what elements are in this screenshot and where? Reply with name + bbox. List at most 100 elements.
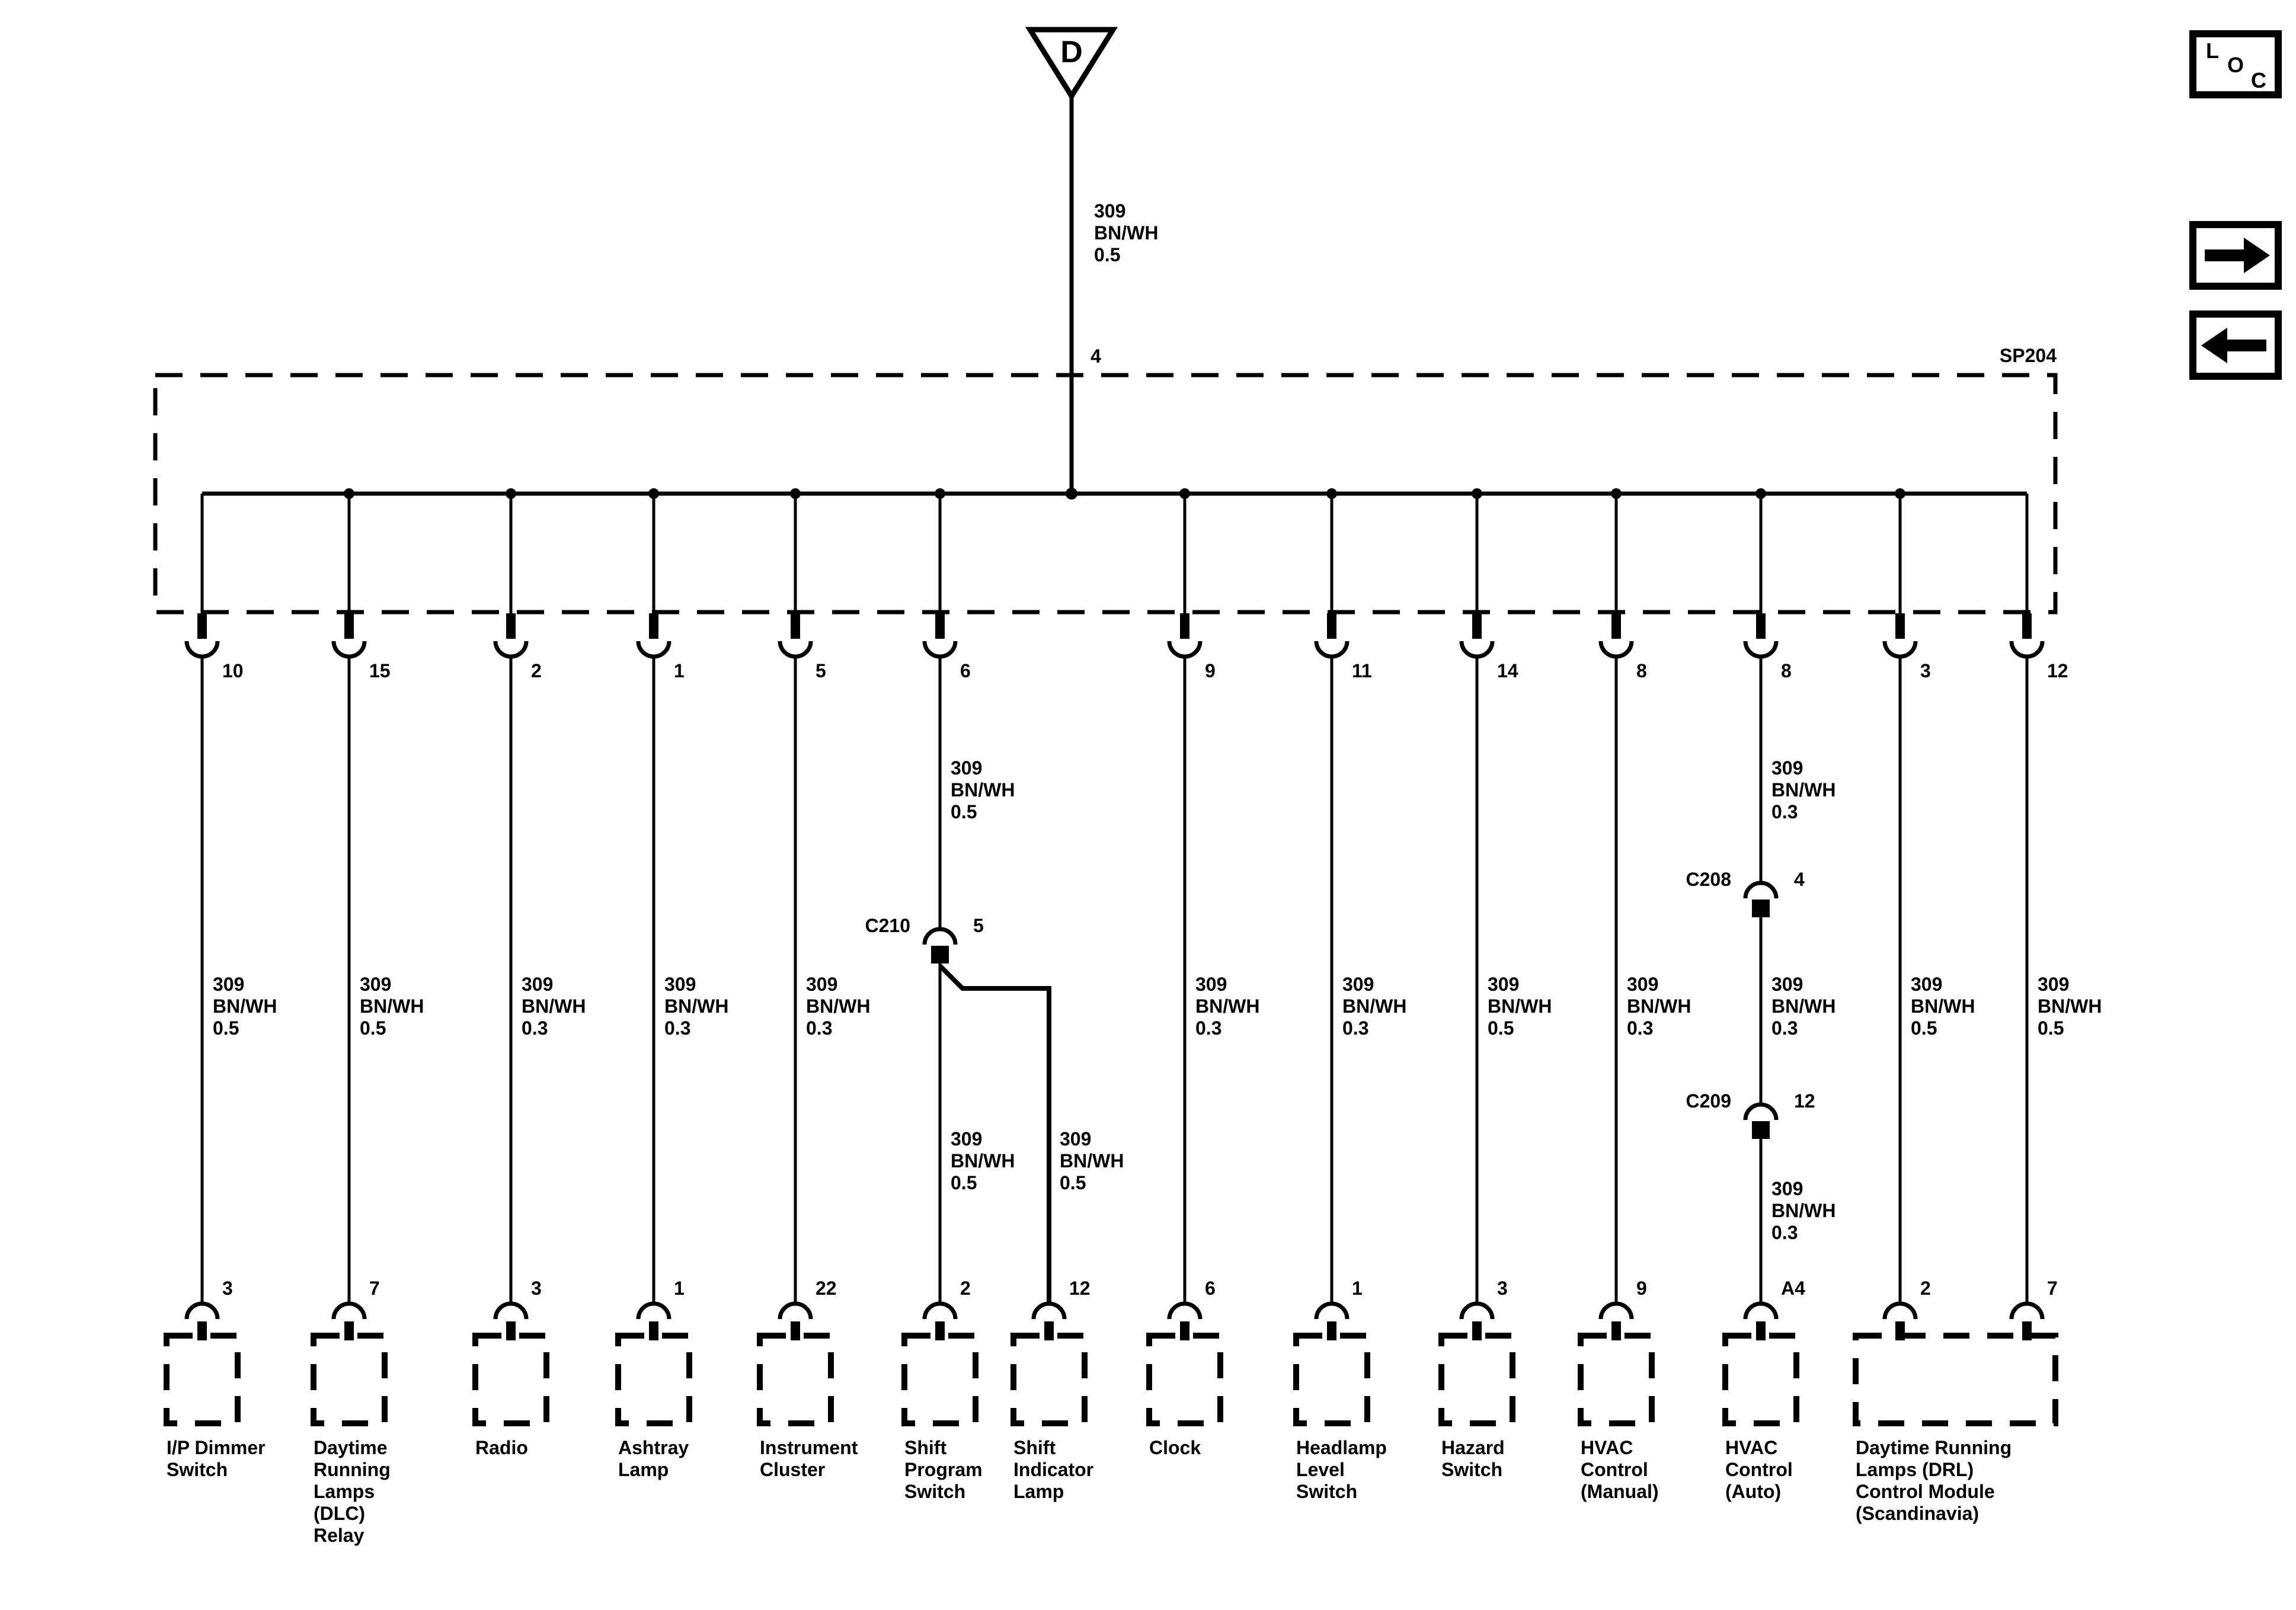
- component-box: [164, 1333, 241, 1426]
- branch-wire-ip-dimmer-switch: [164, 494, 241, 1426]
- branch-wire-hvac-manual: [1578, 494, 1655, 1426]
- component-box: [1438, 1333, 1515, 1426]
- wire-gauge: 0.5: [1094, 244, 1121, 265]
- top-pin: 15: [369, 660, 391, 681]
- shift-indicator-branch-wire: [938, 964, 1051, 1304]
- power-feed: [1025, 27, 1118, 500]
- power-source-tag: D: [1060, 35, 1083, 69]
- top-pin: 5: [816, 660, 826, 681]
- top-pin: 2: [531, 660, 542, 681]
- component-box: [901, 1333, 978, 1426]
- splice-pack-boundary: [153, 373, 2058, 614]
- connector-pin-c210: 5: [973, 915, 984, 936]
- bottom-pin: 9: [1636, 1278, 1647, 1299]
- branch-wire-headlamp-level: [1293, 494, 1370, 1426]
- connector-cup-icon: [1459, 641, 1495, 659]
- component-box: [1293, 1333, 1370, 1426]
- loc-letter-c: C: [2251, 68, 2266, 92]
- connector-dome-icon: [1459, 1301, 1495, 1320]
- branch-wire-drl-left: [1882, 494, 1918, 1340]
- top-pin: 6: [960, 660, 971, 681]
- component-box: [1722, 1333, 1799, 1426]
- arrow-right-icon: [2205, 238, 2270, 273]
- top-pin: 8: [1781, 660, 1792, 681]
- component-label: Shift Program Switch: [904, 1437, 983, 1502]
- inline-terminal-icon: [1752, 900, 1770, 917]
- connector-cup-icon: [636, 641, 671, 659]
- connector-dome-icon: [331, 1301, 367, 1320]
- splice-label: SP204: [1999, 345, 2057, 366]
- feed-wire-label: 309 BN/WH 0.5: [1094, 200, 1158, 266]
- connector-pin-c209: 12: [1794, 1090, 1815, 1112]
- connector-cup-icon: [922, 641, 958, 659]
- connector-dome-icon: [1743, 1301, 1779, 1320]
- component-label: Headlamp Level Switch: [1296, 1437, 1387, 1502]
- wire-circuit: 309: [1094, 200, 1126, 222]
- bottom-pin: 2: [1920, 1278, 1931, 1299]
- connector-dome-icon: [636, 1301, 671, 1320]
- top-pin: 14: [1497, 660, 1518, 681]
- connector-pin-c208: 4: [1794, 869, 1805, 890]
- loc-letter-l: L: [2206, 39, 2219, 63]
- nav-forward-button[interactable]: [2189, 221, 2282, 290]
- bottom-pin: 3: [531, 1278, 542, 1299]
- inline-connector-c209-icon: [1743, 1102, 1779, 1121]
- connector-name-c210: C210: [865, 915, 911, 936]
- component-label: Daytime Running Lamps (DLC) Relay: [314, 1437, 391, 1546]
- component-label: I/P Dimmer Switch: [167, 1437, 266, 1480]
- loc-button[interactable]: L O C: [2189, 30, 2282, 98]
- branch-wire-hazard-switch: [1438, 494, 1515, 1426]
- inline-terminal-icon: [931, 946, 949, 964]
- component-box: [1146, 1333, 1223, 1426]
- connector-cup-icon: [1598, 641, 1634, 659]
- bottom-pin: A4: [1781, 1278, 1805, 1299]
- component-label: Instrument Cluster: [760, 1437, 858, 1480]
- connector-cup-icon: [184, 641, 220, 659]
- branch-wire-drl-right: [2009, 494, 2045, 1340]
- branch-wire-shift-program: [901, 494, 1088, 1426]
- branch-wire-clock: [1146, 494, 1223, 1426]
- connector-dome-icon: [1882, 1301, 1918, 1320]
- nav-back-button[interactable]: [2189, 311, 2282, 380]
- drl-module-box: [1853, 1333, 2058, 1426]
- branch-wire-ashtray-lamp: [615, 494, 692, 1426]
- top-pin: 11: [1352, 660, 1372, 681]
- bottom-pin: 7: [369, 1278, 380, 1299]
- component-box: [1011, 1333, 1088, 1426]
- component-box: [472, 1333, 549, 1426]
- connector-name-c209: C209: [1686, 1090, 1732, 1112]
- connector-cup-icon: [331, 641, 367, 659]
- bottom-pin: 1: [674, 1278, 685, 1299]
- top-pin: 3: [1920, 660, 1931, 681]
- component-label: HVAC Control (Auto): [1725, 1437, 1793, 1502]
- component-label: Clock: [1149, 1437, 1201, 1458]
- bottom-pin: 1: [1352, 1278, 1363, 1299]
- connector-dome-icon: [922, 1301, 958, 1320]
- top-pin: 9: [1205, 660, 1216, 681]
- connector-dome-icon: [2009, 1301, 2045, 1320]
- connector-cup-icon: [1743, 641, 1779, 659]
- bottom-pin: 7: [2047, 1278, 2058, 1299]
- branch-wire-hvac-auto: [1722, 494, 1799, 1426]
- connector-cup-icon: [493, 641, 529, 659]
- bottom-pin: 2: [960, 1278, 971, 1299]
- branch-wire-dlc-relay: [311, 494, 388, 1426]
- component-label-drl-module: Daytime Running Lamps (DRL) Control Modu…: [1856, 1437, 2012, 1524]
- wire-color: BN/WH: [1094, 222, 1159, 244]
- component-label: HVAC Control (Manual): [1581, 1437, 1659, 1502]
- top-pin: 10: [222, 660, 244, 681]
- connector-cup-icon: [2009, 641, 2045, 659]
- connector-dome-icon: [1314, 1301, 1350, 1320]
- bottom-pin: 3: [222, 1278, 233, 1299]
